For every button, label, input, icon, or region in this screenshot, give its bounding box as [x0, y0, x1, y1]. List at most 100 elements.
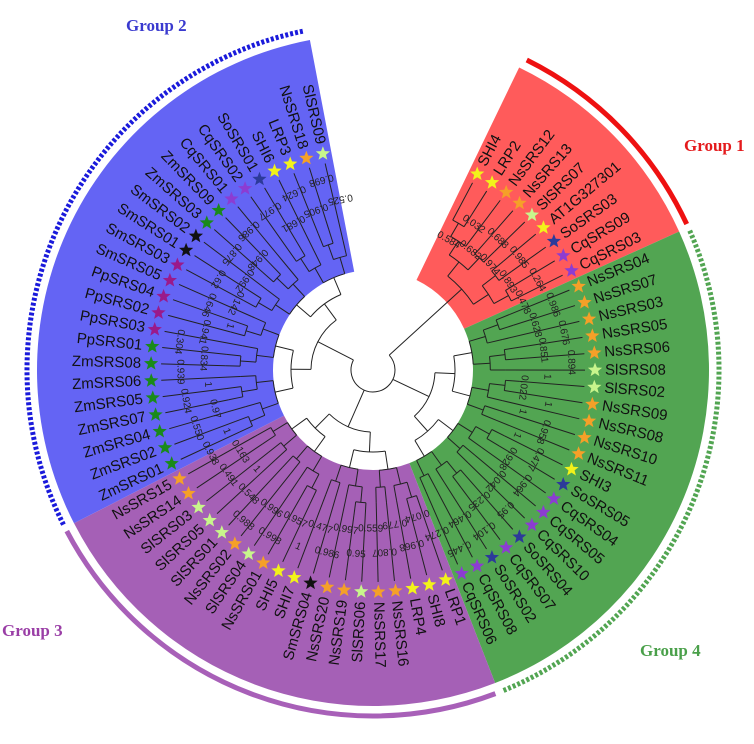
star-marker: [287, 570, 302, 584]
branch: [264, 187, 299, 244]
branch: [491, 260, 504, 272]
branch: [413, 372, 436, 417]
branch: [240, 473, 291, 537]
branch: [413, 415, 429, 432]
star-marker: [191, 499, 206, 514]
branch: [258, 302, 273, 311]
branch: [314, 413, 330, 429]
star-marker: [484, 549, 500, 564]
branch: [312, 456, 323, 472]
branch: [486, 383, 491, 398]
star-marker: [577, 295, 592, 309]
branch: [280, 442, 288, 450]
star-marker: [336, 582, 352, 597]
branch: [194, 255, 250, 291]
branch: [239, 425, 253, 433]
branch: [297, 494, 327, 569]
branch: [493, 295, 509, 305]
branch: [502, 320, 580, 340]
star-marker: [371, 584, 386, 598]
branch: [468, 437, 482, 448]
branch: [416, 495, 422, 510]
branch: [339, 257, 346, 274]
branch: [240, 375, 256, 377]
branch: [317, 341, 354, 361]
branch: [443, 481, 487, 550]
branch: [416, 460, 425, 476]
branch: [206, 451, 269, 502]
branch: [228, 396, 243, 401]
star-marker: [512, 529, 527, 543]
branch: [174, 421, 236, 445]
branch: [414, 440, 425, 457]
branch: [452, 476, 462, 489]
branch: [446, 460, 458, 474]
branch: [241, 388, 258, 393]
branch: [274, 387, 294, 393]
branch: [308, 167, 330, 230]
branch: [262, 272, 274, 283]
star-marker: [524, 517, 539, 532]
branch: [480, 446, 546, 494]
branch: [504, 390, 519, 394]
star-marker: [148, 407, 163, 421]
star-marker: [147, 322, 162, 336]
branch: [282, 455, 294, 468]
star-marker: [422, 577, 437, 591]
branch: [282, 503, 311, 563]
branch: [300, 258, 310, 272]
star-marker: [145, 390, 160, 404]
branch: [270, 263, 281, 275]
branch: [481, 275, 496, 287]
bootstrap-value: 0.851: [536, 337, 550, 364]
branch: [243, 299, 257, 308]
branch: [234, 416, 249, 423]
branch: [502, 400, 580, 420]
branch: [314, 267, 324, 283]
star-marker: [199, 215, 214, 229]
group-arc-g2: [24, 28, 305, 526]
star-marker: [564, 263, 579, 277]
branch: [450, 223, 459, 237]
branch: [250, 414, 265, 422]
group-3-title: Group 3: [2, 621, 63, 640]
branch: [245, 401, 261, 408]
star-marker: [585, 328, 600, 342]
branch: [289, 461, 301, 475]
star-marker: [556, 476, 571, 491]
branch: [483, 324, 499, 331]
branch: [474, 454, 536, 507]
star-marker: [170, 257, 185, 272]
star-marker: [581, 413, 597, 428]
branch: [270, 427, 276, 436]
branch: [495, 319, 501, 330]
branch: [292, 283, 305, 297]
branch: [248, 416, 253, 427]
branch: [342, 240, 348, 256]
star-marker: [581, 311, 597, 326]
group-2-title: Group 2: [126, 16, 187, 35]
bootstrap-value: 0.559: [358, 523, 384, 534]
branch: [242, 345, 258, 350]
bootstrap-value: 0.022: [516, 374, 530, 401]
branch: [172, 299, 235, 322]
branch: [481, 413, 497, 421]
branch: [275, 345, 294, 351]
star-marker: [405, 580, 420, 595]
star-marker: [157, 440, 173, 454]
branch: [495, 314, 510, 321]
branch: [164, 330, 243, 347]
branch: [396, 500, 412, 579]
branch: [230, 331, 245, 337]
branch: [291, 417, 307, 430]
bootstrap-value: 0.779: [381, 516, 408, 530]
bootstrap-value: 0.834: [197, 346, 210, 372]
branch: [447, 423, 459, 438]
branch: [425, 491, 459, 565]
branch: [452, 390, 471, 397]
star-marker: [181, 485, 196, 500]
star-marker: [587, 362, 603, 377]
branch: [226, 353, 241, 357]
branch: [185, 269, 244, 301]
leaf-label: NsSRS06: [604, 339, 671, 361]
